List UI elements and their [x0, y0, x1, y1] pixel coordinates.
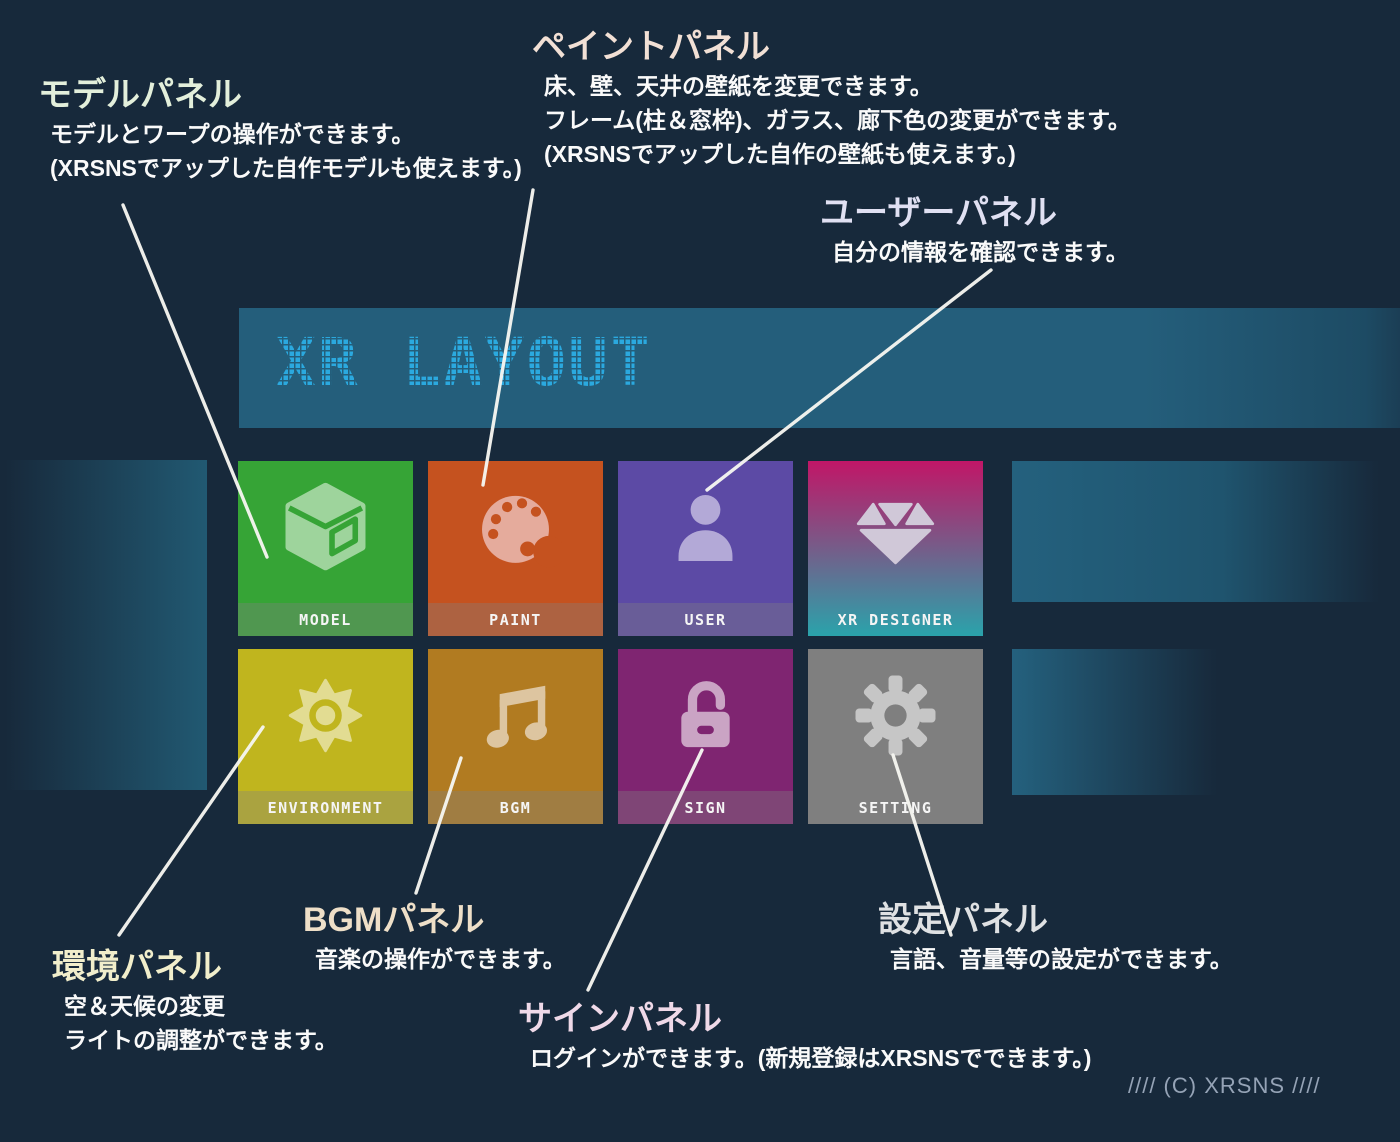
- led-pixel-grid-overlay: [258, 320, 710, 414]
- tile-label: MODEL: [299, 610, 352, 629]
- tile-sign[interactable]: SIGN: [618, 649, 793, 824]
- annotation-text: 空＆天候の変更: [64, 992, 225, 1019]
- annotation-sign: サインパネル ログインができます。(新規登録はXRSNSでできます。): [518, 998, 1091, 1075]
- tile-label-strip: USER: [618, 603, 793, 636]
- person-icon: [678, 494, 733, 561]
- tile-bgm[interactable]: BGM: [428, 649, 603, 824]
- annotation-text: 音楽の操作ができます。: [315, 945, 566, 972]
- copyright-text: //// (C) XRSNS ////: [1128, 1073, 1321, 1098]
- annotation-text: 床、壁、天井の壁紙を変更できます。: [544, 72, 933, 99]
- tile-label: PAINT: [489, 610, 542, 629]
- tile-label-strip: ENVIRONMENT: [238, 791, 413, 824]
- tile-paint[interactable]: PAINT: [428, 461, 603, 636]
- tile-label-strip: SETTING: [808, 791, 983, 824]
- palette-icon: [482, 495, 562, 568]
- tile-label-strip: BGM: [428, 791, 603, 824]
- annotation-text: モデルとワープの操作ができます。: [50, 120, 415, 147]
- decor-bar-left: [5, 460, 207, 790]
- annotation-text: フレーム(柱＆窓枠)、ガラス、廊下色の変更ができます。: [544, 106, 1131, 133]
- annotation-bgm: BGMパネル 音楽の操作ができます。: [303, 899, 566, 976]
- annotation-text: (XRSNSでアップした自作モデルも使えます。): [50, 154, 522, 181]
- annotation-title: BGMパネル: [303, 901, 485, 939]
- tile-label: SETTING: [858, 798, 933, 817]
- tile-label: XR DESIGNER: [837, 610, 954, 629]
- tile-label: BGM: [499, 798, 532, 817]
- annotation-text: 言語、音量等の設定ができます。: [890, 945, 1233, 972]
- tile-label: ENVIRONMENT: [267, 798, 384, 817]
- annotation-text: (XRSNSでアップした自作の壁紙も使えます。): [544, 140, 1016, 167]
- gear-icon: [855, 675, 936, 756]
- sun-icon: [288, 678, 363, 753]
- tile-label: USER: [684, 610, 727, 629]
- annotation-paint: ペイントパネル 床、壁、天井の壁紙を変更できます。 フレーム(柱＆窓枠)、ガラス…: [532, 26, 1131, 171]
- tile-label: SIGN: [684, 798, 727, 817]
- tile-label-strip: SIGN: [618, 791, 793, 824]
- annotation-text: ライトの調整ができます。: [64, 1026, 338, 1053]
- decor-bar-right-top: [1012, 461, 1394, 602]
- cube-icon: [285, 482, 366, 571]
- tile-label-strip: XR DESIGNER: [808, 603, 983, 636]
- annotation-title: ペイントパネル: [532, 28, 770, 66]
- annotation-title: ユーザーパネル: [820, 194, 1057, 232]
- annotation-text: 自分の情報を確認できます。: [832, 238, 1129, 265]
- annotation-title: 設定パネル: [878, 901, 1048, 939]
- decor-bar-right-bottom: [1012, 649, 1217, 795]
- tile-model[interactable]: MODEL: [238, 461, 413, 636]
- annotation-setting: 設定パネル 言語、音量等の設定ができます。: [878, 899, 1233, 976]
- annotation-title: モデルパネル: [38, 76, 242, 114]
- annotation-text: ログインができます。(新規登録はXRSNSでできます。): [530, 1044, 1092, 1071]
- gem-icon: [856, 502, 935, 565]
- annotation-user: ユーザーパネル 自分の情報を確認できます。: [820, 192, 1129, 269]
- tile-environment[interactable]: ENVIRONMENT: [238, 649, 413, 824]
- annotation-environment: 環境パネル 空＆天候の変更 ライトの調整ができます。: [52, 946, 338, 1057]
- annotation-title: 環境パネル: [52, 948, 222, 986]
- tile-label-strip: PAINT: [428, 603, 603, 636]
- tile-xr-designer[interactable]: XR DESIGNER: [808, 461, 983, 636]
- tile-label-strip: MODEL: [238, 603, 413, 636]
- annotation-model: モデルパネル モデルとワープの操作ができます。 (XRSNSでアップした自作モデ…: [38, 74, 522, 185]
- music-note-icon: [486, 685, 548, 748]
- tile-setting[interactable]: SETTING: [808, 649, 983, 824]
- unlock-icon: [681, 681, 730, 748]
- annotation-title: サインパネル: [518, 1000, 722, 1038]
- tile-user[interactable]: USER: [618, 461, 793, 636]
